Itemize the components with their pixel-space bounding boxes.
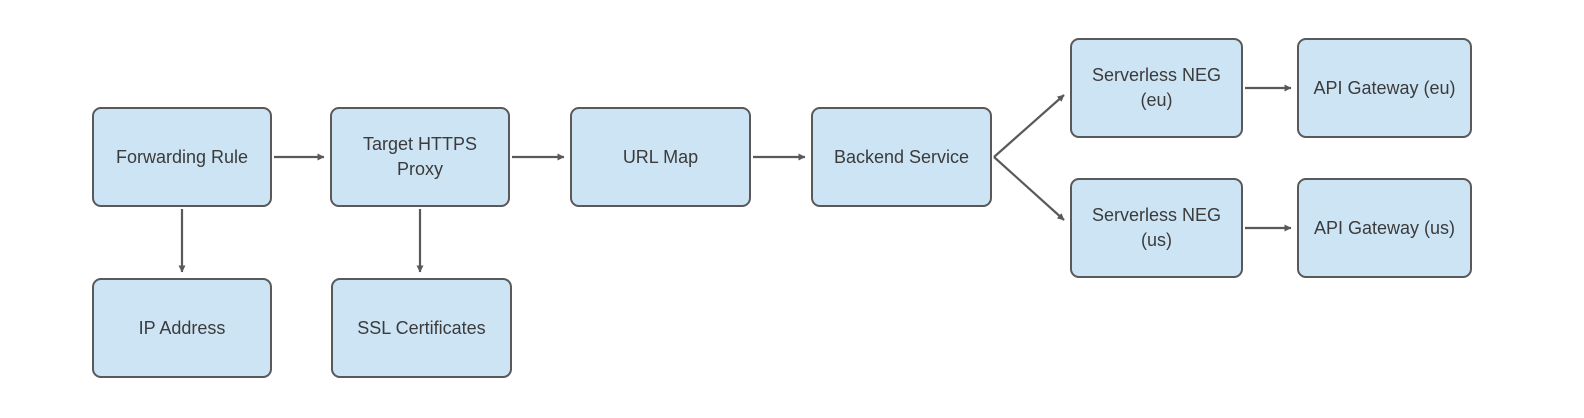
node-ip-address-label: IP Address — [138, 317, 226, 338]
node-target-https-proxy-label: Target HTTPS Proxy — [362, 134, 478, 179]
node-target-https-proxy[interactable]: Target HTTPS Proxy — [330, 107, 510, 207]
node-forwarding-rule-label: Forwarding Rule — [115, 146, 249, 167]
node-serverless-neg-eu-label: Serverless NEG (eu) — [1091, 65, 1222, 110]
node-backend-service[interactable]: Backend Service — [811, 107, 992, 207]
connector-backend-service-to-serverless-neg-eu — [993, 94, 1065, 158]
node-api-gateway-eu[interactable]: API Gateway (eu) — [1297, 38, 1472, 138]
node-api-gateway-us-label: API Gateway (us) — [1313, 217, 1456, 238]
node-serverless-neg-us[interactable]: Serverless NEG (us) — [1070, 178, 1243, 278]
node-api-gateway-eu-label: API Gateway (eu) — [1313, 77, 1456, 98]
node-ssl-certificates[interactable]: SSL Certificates — [331, 278, 512, 378]
node-backend-service-label: Backend Service — [833, 146, 970, 167]
node-url-map[interactable]: URL Map — [570, 107, 751, 207]
node-serverless-neg-eu[interactable]: Serverless NEG (eu) — [1070, 38, 1243, 138]
connector-backend-service-to-serverless-neg-us — [993, 156, 1065, 221]
node-api-gateway-us[interactable]: API Gateway (us) — [1297, 178, 1472, 278]
node-ip-address[interactable]: IP Address — [92, 278, 272, 378]
node-ssl-certificates-label: SSL Certificates — [357, 317, 486, 338]
node-forwarding-rule[interactable]: Forwarding Rule — [92, 107, 272, 207]
node-serverless-neg-us-label: Serverless NEG (us) — [1091, 205, 1222, 250]
node-url-map-label: URL Map — [622, 146, 699, 167]
